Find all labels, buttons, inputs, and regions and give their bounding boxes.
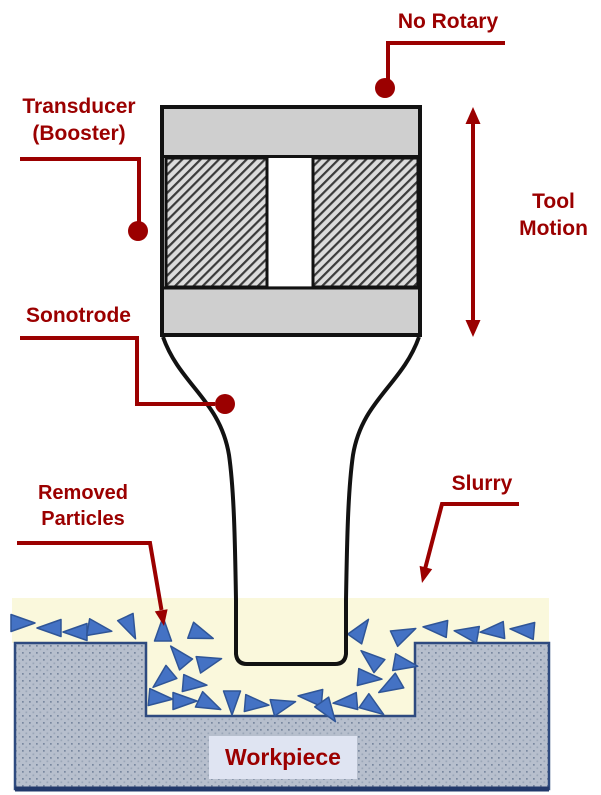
abrasive-particle (297, 688, 324, 708)
abrasive-particle (479, 620, 506, 640)
abrasive-particle (169, 645, 194, 671)
removed-particles-label-line2: Particles (41, 508, 125, 530)
abrasive-particle (389, 627, 417, 648)
abrasive-particle (377, 672, 405, 694)
abrasive-particle (10, 613, 36, 633)
abrasive-particle (194, 690, 222, 711)
transducer-label: Transducer (Booster) (9, 93, 149, 147)
transducer-booster-assembly (160, 105, 422, 337)
annotation-no-rotary-leader (375, 41, 505, 98)
tool-motion-label-line1: Tool (532, 190, 575, 213)
abrasive-particle (36, 618, 62, 638)
transducer-label-line1: Transducer (22, 95, 136, 118)
piezo-stack-right (311, 156, 420, 289)
abrasive-particle (222, 690, 242, 716)
annotation-removed-particles-arrow (17, 541, 168, 626)
no-rotary-label: No Rotary (397, 10, 499, 33)
abrasive-particle (181, 673, 208, 693)
abrasive-particle (391, 652, 419, 672)
annotation-sonotrode-leader (20, 336, 235, 414)
slurry-label: Slurry (451, 472, 513, 495)
transducer-label-line2: (Booster) (32, 122, 126, 145)
abrasive-particle (153, 616, 173, 642)
abrasive-particle (422, 619, 449, 639)
tool-motion-arrow (465, 107, 481, 337)
removed-particles-group (10, 612, 536, 723)
tool-motion-label-line2: Motion (519, 217, 588, 240)
abrasive-particle (346, 618, 370, 645)
abrasive-particle (116, 612, 137, 640)
abrasive-particle (360, 649, 386, 674)
annotation-transducer-leader (20, 157, 148, 241)
abrasive-particle (453, 625, 481, 645)
abrasive-particle (509, 621, 536, 641)
abrasive-particle (147, 687, 174, 707)
abrasive-particle (85, 617, 113, 637)
removed-particles-label: Removed Particles (18, 480, 148, 532)
piezo-stack-left (164, 156, 269, 289)
abrasive-particle (152, 664, 178, 689)
removed-particles-label-line1: Removed (37, 482, 129, 504)
sonotrode-horn (161, 336, 421, 666)
abrasive-particle (358, 692, 385, 716)
abrasive-particle (269, 698, 297, 717)
abrasive-particle (187, 621, 214, 640)
abrasive-particle (243, 693, 270, 713)
sonotrode-label: Sonotrode (26, 304, 131, 327)
tool-motion-label: Tool Motion (507, 188, 600, 242)
abrasive-particle (332, 691, 359, 711)
abrasive-particle (356, 667, 383, 687)
annotation-slurry-arrow (419, 502, 519, 583)
abrasive-particle (195, 655, 223, 674)
abrasive-particle (172, 691, 198, 711)
workpiece-label: Workpiece (209, 736, 357, 779)
abrasive-particle (313, 696, 337, 723)
